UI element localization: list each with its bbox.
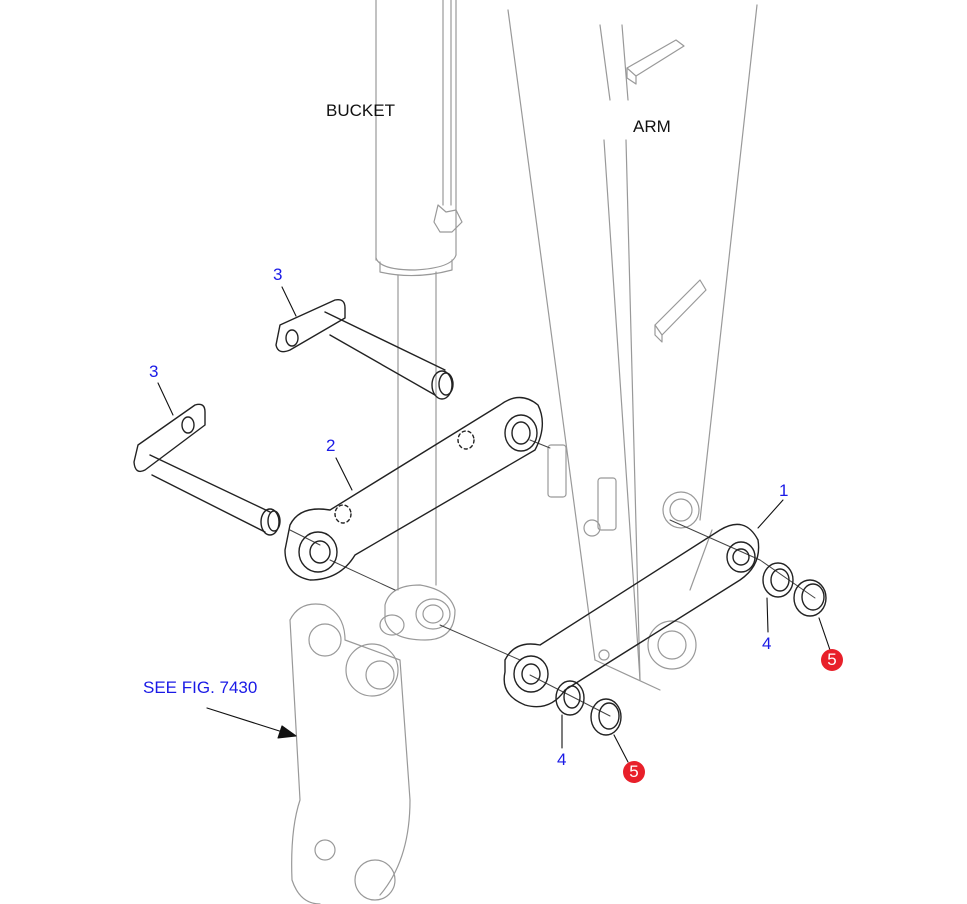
bucket-label: BUCKET: [326, 101, 395, 120]
callout-3-upper[interactable]: 3: [273, 265, 283, 284]
pin-3-upper: [275, 298, 454, 400]
callout-5-left-badge[interactable]: 5: [623, 761, 645, 783]
callout-4-right[interactable]: 4: [762, 634, 772, 653]
arm-label: ARM: [633, 117, 671, 136]
bucket-cylinder: [375, 0, 463, 641]
callout-2[interactable]: 2: [326, 436, 336, 455]
link-2: [284, 396, 543, 581]
assembly-center-lines: [289, 439, 816, 717]
bucket-link-ghost: [289, 603, 411, 904]
link-1: [503, 523, 760, 708]
washer-4-right: [762, 562, 794, 598]
pin-3-lower: [133, 403, 281, 536]
nut-5-left: [590, 698, 622, 736]
see-fig-reference[interactable]: SEE FIG. 7430: [143, 678, 258, 697]
callout-leaders: [157, 286, 831, 763]
callout-4-left[interactable]: 4: [557, 750, 567, 769]
callout-1[interactable]: 1: [779, 481, 789, 500]
callout-3-lower[interactable]: 3: [149, 362, 159, 381]
arm-structure: [507, 4, 758, 691]
washer-4-left: [555, 680, 585, 716]
nut-5-right: [793, 579, 827, 617]
callout-5-right-badge[interactable]: 5: [821, 649, 843, 671]
